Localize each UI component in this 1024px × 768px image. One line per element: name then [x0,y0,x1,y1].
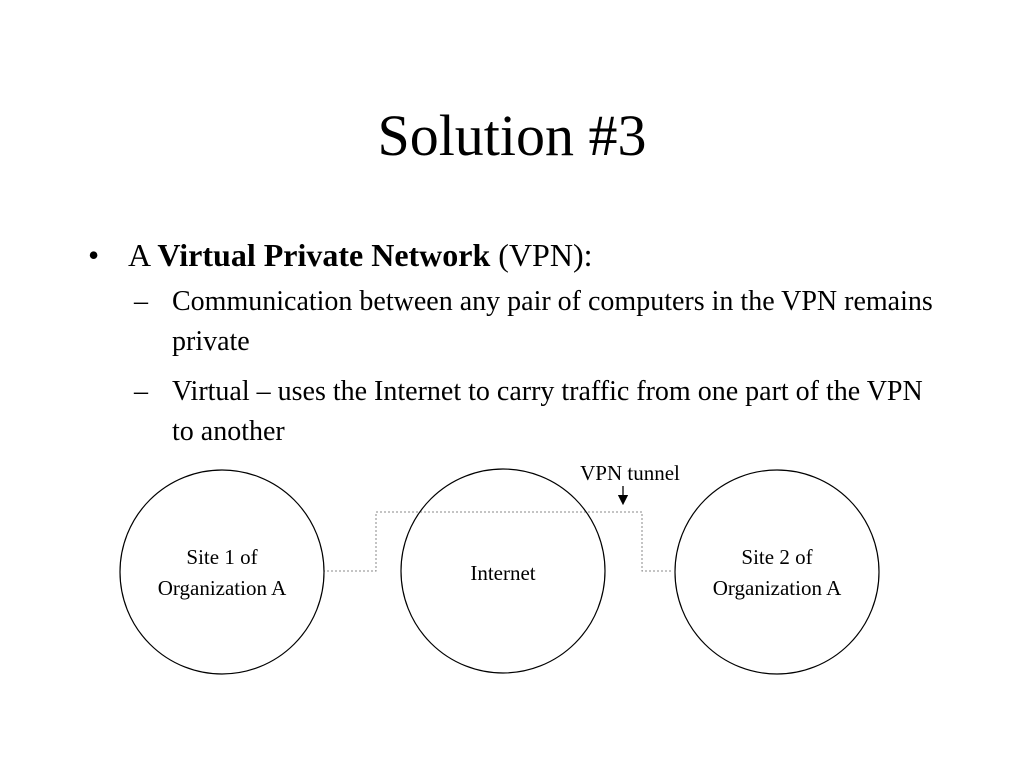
bullet-main: • A Virtual Private Network (VPN): [88,232,948,278]
vpn-tunnel-path [323,511,673,572]
sub-bullet-text: Virtual – uses the Internet to carry tra… [172,376,923,447]
sub-bullet-item: – Virtual – uses the Internet to carry t… [134,372,948,452]
site2-label: Site 2 of Organization A [677,542,877,604]
sub-bullet-text: Communication between any pair of comput… [172,286,933,357]
site2-label-line1: Site 2 of [741,545,813,569]
dash-icon: – [134,286,148,317]
site2-node [674,469,880,675]
site1-node [119,469,325,675]
site1-label-line2: Organization A [157,576,287,600]
internet-label-line1: Internet [470,561,536,585]
internet-node [400,468,606,674]
bullet-main-bold: Virtual Private Network [157,237,491,273]
vpn-tunnel-label: VPN tunnel [580,461,680,485]
vpn-diagram: VPN tunnel Site 1 of Organization A Inte… [0,450,1024,690]
slide-title: Solution #3 [377,103,647,168]
bullet-main-prefix: A [128,237,150,273]
vpn-diagram-canvas [119,468,880,675]
dash-icon: – [134,376,148,407]
bullet-list: • A Virtual Private Network (VPN): – Com… [88,232,948,462]
internet-label: Internet [403,558,603,589]
bullet-dot-icon: • [88,237,100,273]
site1-label-line1: Site 1 of [186,545,258,569]
sub-bullet-list: – Communication between any pair of comp… [88,282,948,452]
bullet-main-suffix: (VPN): [498,237,593,273]
sub-bullet-item: – Communication between any pair of comp… [134,282,948,362]
site1-label: Site 1 of Organization A [122,542,322,604]
site2-label-line2: Organization A [712,576,842,600]
